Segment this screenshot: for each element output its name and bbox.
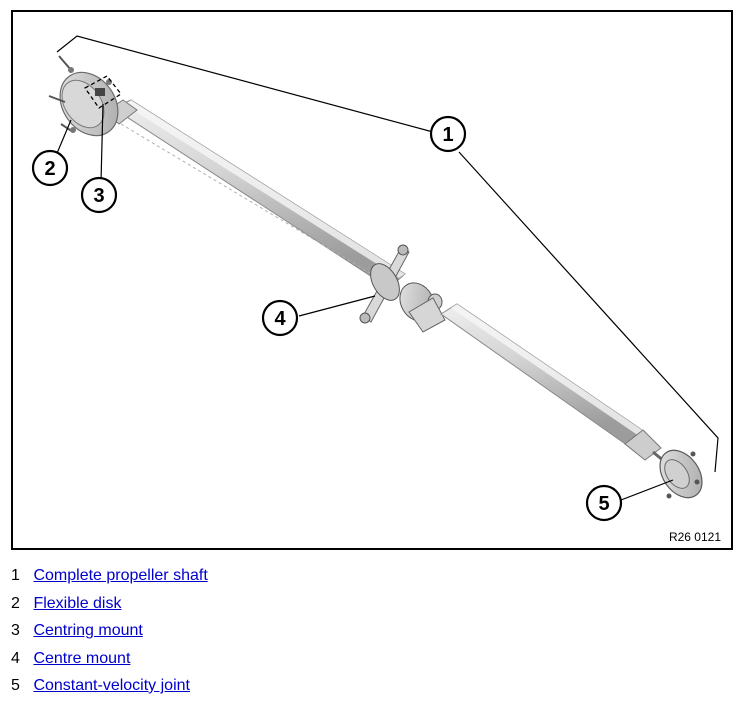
figure-code: R26 0121 — [668, 530, 721, 544]
legend-link-centre-mount[interactable]: Centre mount — [33, 649, 131, 667]
callout-5-leader — [620, 479, 674, 501]
callout-1-bracket-right — [458, 151, 719, 473]
legend-number: 5 — [11, 677, 20, 694]
legend-number: 4 — [11, 649, 20, 667]
cv-joint-shape — [659, 449, 703, 499]
legend-item: 1 Complete propeller shaft — [11, 565, 711, 593]
rear-shaft-section — [440, 303, 666, 464]
callout-4-leader — [298, 295, 376, 317]
callout-3: 3 — [80, 176, 118, 214]
callout-2: 2 — [31, 149, 69, 187]
legend-item: 4 Centre mount — [11, 648, 711, 676]
svg-text:2: 2 — [44, 158, 55, 180]
svg-text:4: 4 — [274, 308, 286, 330]
legend-link-centring-mount[interactable]: Centring mount — [33, 622, 143, 639]
svg-text:1: 1 — [442, 124, 453, 146]
legend-link-complete-propeller-shaft[interactable]: Complete propeller shaft — [33, 567, 208, 584]
propeller-shaft-drawing: 1 2 3 4 5 — [31, 35, 719, 522]
legend-link-constant-velocity-joint[interactable]: Constant-velocity joint — [33, 677, 190, 694]
parts-legend: 1 Complete propeller shaft 2 Flexible di… — [11, 565, 711, 703]
legend-number: 3 — [11, 622, 20, 639]
callout-1: 1 — [429, 115, 467, 153]
svg-text:5: 5 — [598, 493, 609, 515]
legend-number: 1 — [11, 567, 20, 584]
legend-link-flexible-disk[interactable]: Flexible disk — [33, 594, 122, 612]
callout-3-leader — [100, 103, 104, 183]
flexible-disk-shape — [48, 55, 119, 137]
legend-item: 5 Constant-velocity joint — [11, 675, 711, 703]
legend-item: 2 Flexible disk — [11, 593, 711, 621]
svg-text:3: 3 — [93, 185, 104, 207]
callout-1-bracket — [56, 35, 434, 133]
callout-5: 5 — [585, 484, 623, 522]
legend-number: 2 — [11, 594, 20, 612]
diagram-figure: 1 2 3 4 5 R26 0121 — [11, 10, 733, 550]
front-shaft-section — [104, 99, 406, 289]
legend-item: 3 Centring mount — [11, 620, 711, 648]
centre-mount-shape — [359, 244, 410, 324]
centring-mount-shape — [84, 75, 122, 109]
callout-4: 4 — [261, 299, 299, 337]
middle-joint-shape — [399, 282, 446, 333]
